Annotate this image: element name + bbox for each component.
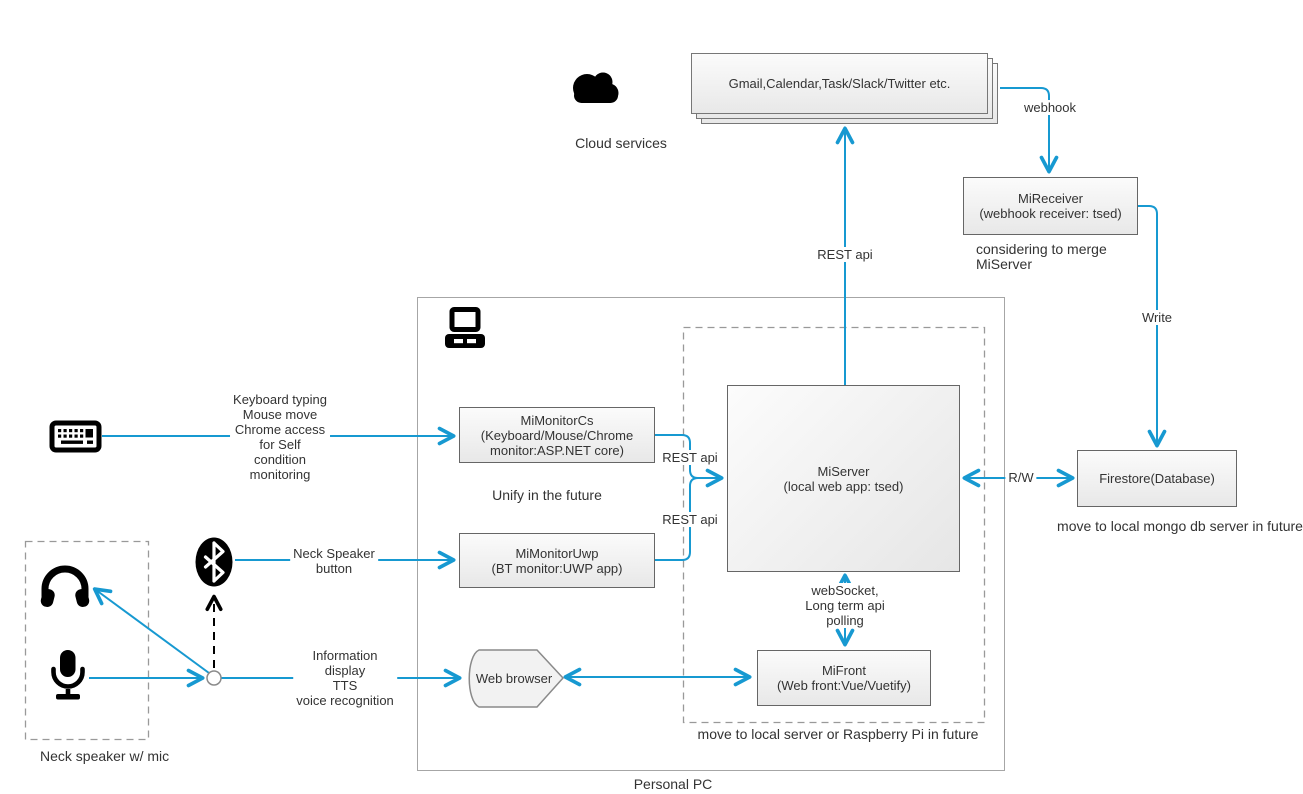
label-information: Information display TTS voice recognitio… (293, 648, 397, 708)
label-line: monitoring (249, 467, 311, 482)
personal-pc-container (417, 297, 1005, 771)
label-line: Chrome access (234, 422, 326, 437)
cloud-services-box: Gmail,Calendar,Task/Slack/Twitter etc. (691, 53, 988, 114)
node-title: MiServer (817, 463, 870, 479)
note-mongo: move to local mongo db server in future (1057, 518, 1303, 534)
label-line: condition (253, 452, 307, 467)
label-line: Mouse move (242, 407, 318, 422)
label-rest-api-cs: REST api (659, 450, 721, 465)
node-subtitle: (Keyboard/Mouse/Chrome (480, 427, 634, 443)
caption-cloud-services: Cloud services (575, 135, 667, 151)
edge-junction-to-headphones (92, 587, 210, 674)
label-rw: R/W (1005, 470, 1037, 485)
web-browser-label: Web browser (475, 671, 553, 686)
note-merge-miserver: considering to merge MiServer (976, 242, 1107, 272)
node-miserver: MiServer (local web app: tsed) (727, 385, 960, 572)
node-subtitle: (BT monitor:UWP app) (491, 560, 623, 576)
node-mireceiver: MiReceiver (webhook receiver: tsed) (963, 177, 1138, 235)
node-mifront: MiFront (Web front:Vue/Vuetify) (757, 650, 931, 706)
label-websocket: webSocket, Long term api polling (802, 583, 888, 628)
note-raspberry: move to local server or Raspberry Pi in … (697, 726, 979, 742)
label-rest-api-uwp: REST api (659, 512, 721, 527)
edge-cloud-to-mireceiver (1000, 87, 1059, 174)
label-neck-speaker-button: Neck Speaker button (290, 546, 378, 576)
junction-node (206, 670, 222, 686)
headphones-icon (39, 563, 91, 611)
label-rest-api-cloud: REST api (814, 247, 876, 262)
edge-mireceiver-to-firestore (1138, 205, 1167, 448)
label-line: webSocket, (811, 583, 879, 598)
note-unify: Unify in the future (492, 487, 602, 503)
label-line: TTS (332, 678, 358, 693)
cloud-services-box-label: Gmail,Calendar,Task/Slack/Twitter etc. (728, 76, 951, 91)
node-mimonitorcs: MiMonitorCs (Keyboard/Mouse/Chrome monit… (459, 407, 655, 463)
node-firestore: Firestore(Database) (1077, 450, 1237, 507)
label-line: Information (312, 648, 378, 663)
node-subtitle: (webhook receiver: tsed) (979, 206, 1122, 221)
node-title: MiMonitorUwp (515, 545, 599, 561)
cloud-services-stack: Gmail,Calendar,Task/Slack/Twitter etc. (691, 53, 999, 125)
edge-mimonitoruwp-to-miserver (655, 477, 699, 561)
label-line: MiServer (976, 256, 1033, 272)
label-line: button (315, 561, 353, 576)
label-line: polling (826, 613, 864, 628)
caption-neck-speaker: Neck speaker w/ mic (40, 748, 170, 764)
node-subtitle: (Web front:Vue/Vuetify) (777, 678, 911, 693)
pc-icon (444, 306, 486, 352)
node-subtitle: (local web app: tsed) (783, 478, 904, 494)
bluetooth-icon (195, 537, 233, 587)
cloud-icon (566, 64, 620, 110)
label-line: for Self (259, 437, 301, 452)
label-line: considering to merge (976, 241, 1107, 257)
label-keyboard-input: Keyboard typing Mouse move Chrome access… (230, 392, 330, 482)
node-subtitle: monitor:ASP.NET core) (490, 442, 624, 458)
node-title: Firestore(Database) (1099, 471, 1215, 486)
label-line: Neck Speaker (293, 546, 375, 561)
web-browser-shape (468, 649, 565, 708)
neck-speaker-dashed-box (24, 540, 150, 741)
keyboard-icon (49, 420, 102, 453)
caption-personal-pc: Personal PC (633, 776, 713, 792)
label-line: Keyboard typing (233, 392, 327, 407)
label-webhook: webhook (1020, 100, 1080, 115)
microphone-icon (48, 648, 88, 701)
node-mimonitoruwp: MiMonitorUwp (BT monitor:UWP app) (459, 533, 655, 588)
label-line: Long term api (805, 598, 885, 613)
node-title: MiReceiver (1017, 191, 1083, 206)
node-title: MiFront (821, 663, 867, 678)
node-title: MiMonitorCs (520, 412, 594, 428)
label-line: voice recognition (296, 693, 394, 708)
label-write: Write (1138, 310, 1176, 325)
label-line: display (324, 663, 366, 678)
